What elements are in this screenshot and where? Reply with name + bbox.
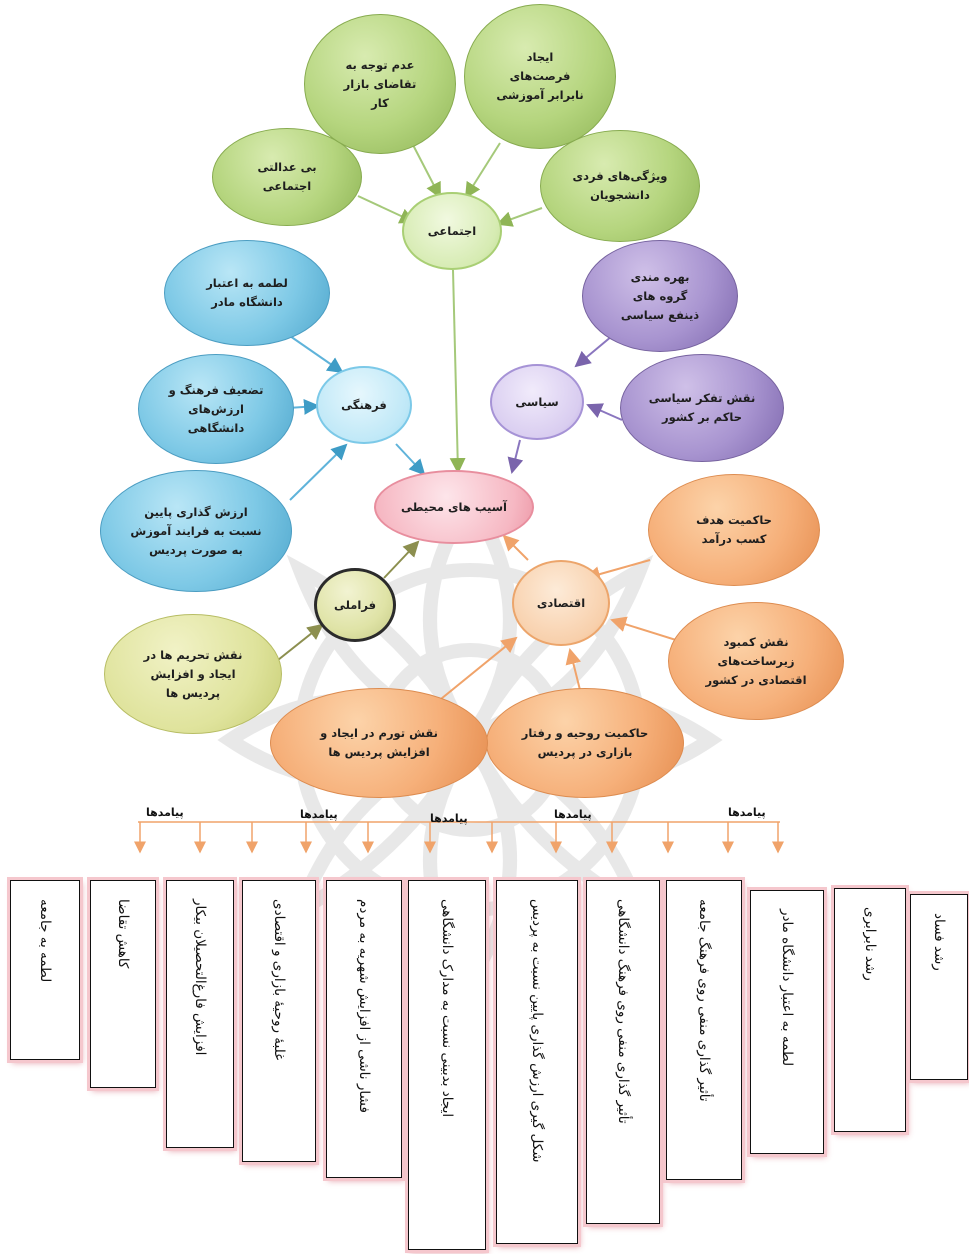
node-center-environmental-harms: آسیب های محیطی bbox=[374, 470, 534, 544]
outcome-text: تأثیر گذاری منفی روی فرهنگ دانشگاهی bbox=[615, 899, 631, 1124]
node-category-social: اجتماعی bbox=[402, 192, 502, 270]
edge-market-economic bbox=[565, 648, 582, 691]
edge-cultural-center bbox=[395, 443, 426, 476]
outcome-text: رشد نابرابری bbox=[862, 907, 878, 981]
edge-groups-political bbox=[574, 335, 613, 368]
node-social-injustice: بی عدالتی اجتماعی bbox=[212, 128, 362, 226]
outcome-text: تأثیر گذاری منفی روی فرهنگ جامعه bbox=[696, 899, 712, 1102]
node-category-economic: اقتصادی bbox=[512, 560, 610, 646]
outcome-box: لطمه به اعتبار دانشگاه مادر bbox=[750, 890, 824, 1154]
outcome-text: کاهش تقاضا bbox=[115, 899, 131, 969]
outcome-box: لطمه به جامعه bbox=[10, 880, 80, 1060]
node-political-groups: بهره مندی گروه های ذینفع سیاسی bbox=[582, 240, 738, 352]
outcomes-label: پیامدها bbox=[300, 808, 338, 821]
outcomes-label: پیامدها bbox=[430, 812, 468, 825]
outcome-box: شکل گیری ارزش گذاری پایین نسبت به پردیس bbox=[496, 880, 578, 1244]
node-culture-weakening: تضعیف فرهنگ و ارزش‌های دانشگاهی bbox=[138, 354, 294, 464]
edge-market-social bbox=[411, 142, 441, 199]
edge-political-center bbox=[507, 439, 524, 474]
outcome-box: فشار ناشی از افزایش شهریه به مردم bbox=[326, 880, 402, 1178]
outcome-box: تأثیر گذاری منفی روی فرهنگ جامعه bbox=[666, 880, 742, 1180]
outcome-text: افزایش فارغ‌التحصیلان بیکار bbox=[192, 899, 208, 1056]
edge-lowvalue-cultural bbox=[289, 443, 348, 501]
edge-sanctions-transnational bbox=[277, 623, 324, 661]
edge-social-center bbox=[449, 269, 466, 474]
outcomes-label: پیامدها bbox=[728, 806, 766, 819]
outcome-box: رشد نابرابری bbox=[834, 888, 906, 1132]
outcome-text: لطمه به اعتبار دانشگاه مادر bbox=[779, 909, 795, 1067]
edge-transnational-center bbox=[383, 540, 420, 579]
node-category-political: سیاسی bbox=[490, 364, 584, 440]
edge-credit-cultural bbox=[289, 335, 344, 374]
node-sanctions: نقش تحریم ها در ایجاد و افزایش پردیس ها bbox=[104, 614, 282, 734]
outcome-text: شکل گیری ارزش گذاری پایین نسبت به پردیس bbox=[529, 899, 545, 1163]
outcomes-label: پیامدها bbox=[146, 806, 184, 819]
edge-traits-social bbox=[496, 207, 543, 227]
outcome-text: ایجاد بدبینی نسبت به مدارک دانشگاهی bbox=[439, 899, 455, 1118]
outcome-box: افزایش فارغ‌التحصیلان بیکار bbox=[166, 880, 234, 1148]
node-category-cultural: فرهنگی bbox=[316, 366, 412, 444]
edge-infra-economic bbox=[610, 616, 677, 641]
node-political-thought: نقش تفکر سیاسی حاکم بر کشور bbox=[620, 354, 784, 462]
node-inflation: نقش تورم در ایجاد و افزایش پردیس ها bbox=[270, 688, 488, 798]
node-category-transnational: فراملی bbox=[314, 568, 396, 642]
outcome-text: رشد فساد bbox=[931, 913, 947, 971]
node-low-value: ارزش گذاری پایین نسبت به فرایند آموزش به… bbox=[100, 470, 292, 592]
edge-opportunity-social bbox=[464, 142, 501, 199]
node-infrastructure: نقش کمبود زیرساخت‌های اقتصادی در کشور bbox=[668, 602, 844, 720]
node-market-demand: عدم توجه به تقاضای بازار کار bbox=[304, 14, 456, 154]
outcome-text: فشار ناشی از افزایش شهریه به مردم bbox=[356, 899, 372, 1113]
outcome-box: غلبهٔ روحیهٔ بازاری و اقتصادی bbox=[242, 880, 316, 1162]
node-student-traits: ویژگی‌های فردی دانشجویان bbox=[540, 130, 700, 242]
node-income-goal: حاکمیت هدف کسب درآمد bbox=[648, 474, 820, 586]
outcome-box: رشد فساد bbox=[910, 894, 968, 1080]
node-mother-univ-credit: لطمه به اعتبار دانشگاه مادر bbox=[164, 240, 330, 346]
outcome-box: کاهش تقاضا bbox=[90, 880, 156, 1088]
outcome-text: لطمه به جامعه bbox=[37, 899, 53, 983]
outcomes-label: پیامدها bbox=[554, 808, 592, 821]
outcome-text: غلبهٔ روحیهٔ بازاری و اقتصادی bbox=[271, 899, 287, 1061]
edge-thought-political bbox=[586, 403, 623, 421]
outcome-box: تأثیر گذاری منفی روی فرهنگ دانشگاهی bbox=[586, 880, 660, 1224]
node-unequal-opportunity: ایجاد فرصت‌های نابرابر آموزشی bbox=[464, 4, 616, 149]
edge-economic-center bbox=[502, 534, 529, 561]
node-market-behavior: حاکمیت روحیه و رفتار بازاری در پردیس bbox=[486, 688, 684, 798]
outcome-box: ایجاد بدبینی نسبت به مدارک دانشگاهی bbox=[408, 880, 486, 1250]
